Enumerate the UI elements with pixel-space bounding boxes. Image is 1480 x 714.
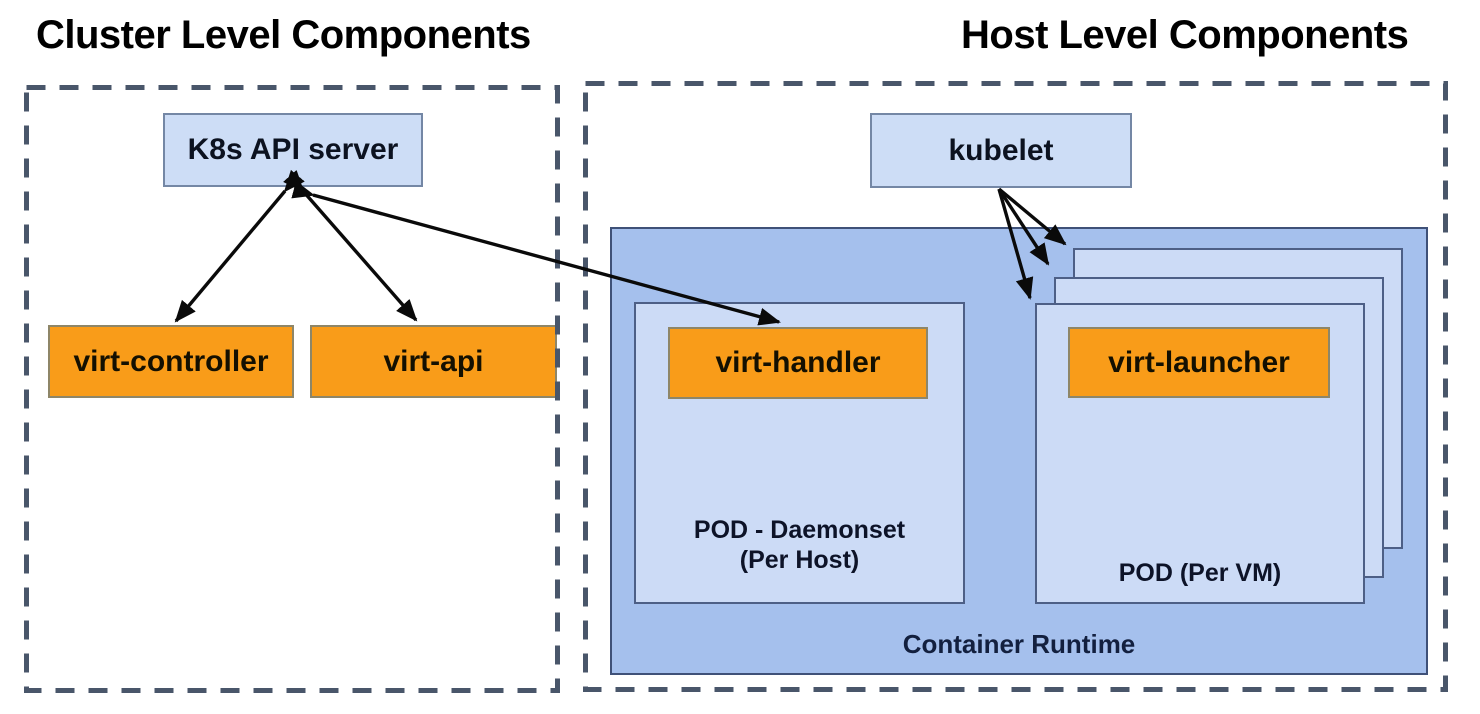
container-runtime-label: Container Runtime <box>902 629 1136 659</box>
pod-daemonset-label-line1: POD - Daemonset <box>693 516 906 544</box>
node-virt-controller: virt-controller <box>48 325 294 398</box>
cluster-level-title: Cluster Level Components <box>36 13 531 57</box>
node-virt-api: virt-api <box>310 325 557 398</box>
node-virt-launcher-label: virt-launcher <box>1108 345 1290 379</box>
node-k8s-api-server: K8s API server <box>163 113 423 187</box>
node-virt-controller-label: virt-controller <box>73 344 269 378</box>
edge-k8s-virt-api <box>283 170 418 322</box>
edge-k8s-virt-controller <box>174 169 305 323</box>
node-virt-handler: virt-handler <box>668 327 928 399</box>
host-level-title: Host Level Components <box>961 13 1409 57</box>
node-k8s-api-server-label: K8s API server <box>187 133 399 166</box>
pod-daemonset-label: POD - Daemonset (Per Host) <box>634 515 965 575</box>
node-virt-handler-label: virt-handler <box>715 346 881 379</box>
node-kubelet-label: kubelet <box>948 133 1054 167</box>
pod-daemonset-label-line2: (Per Host) <box>739 546 860 574</box>
node-virt-api-label: virt-api <box>383 344 484 378</box>
node-virt-launcher: virt-launcher <box>1068 327 1330 398</box>
node-kubelet: kubelet <box>870 113 1132 188</box>
pod-per-vm-label: POD (Per VM) <box>1118 559 1282 587</box>
